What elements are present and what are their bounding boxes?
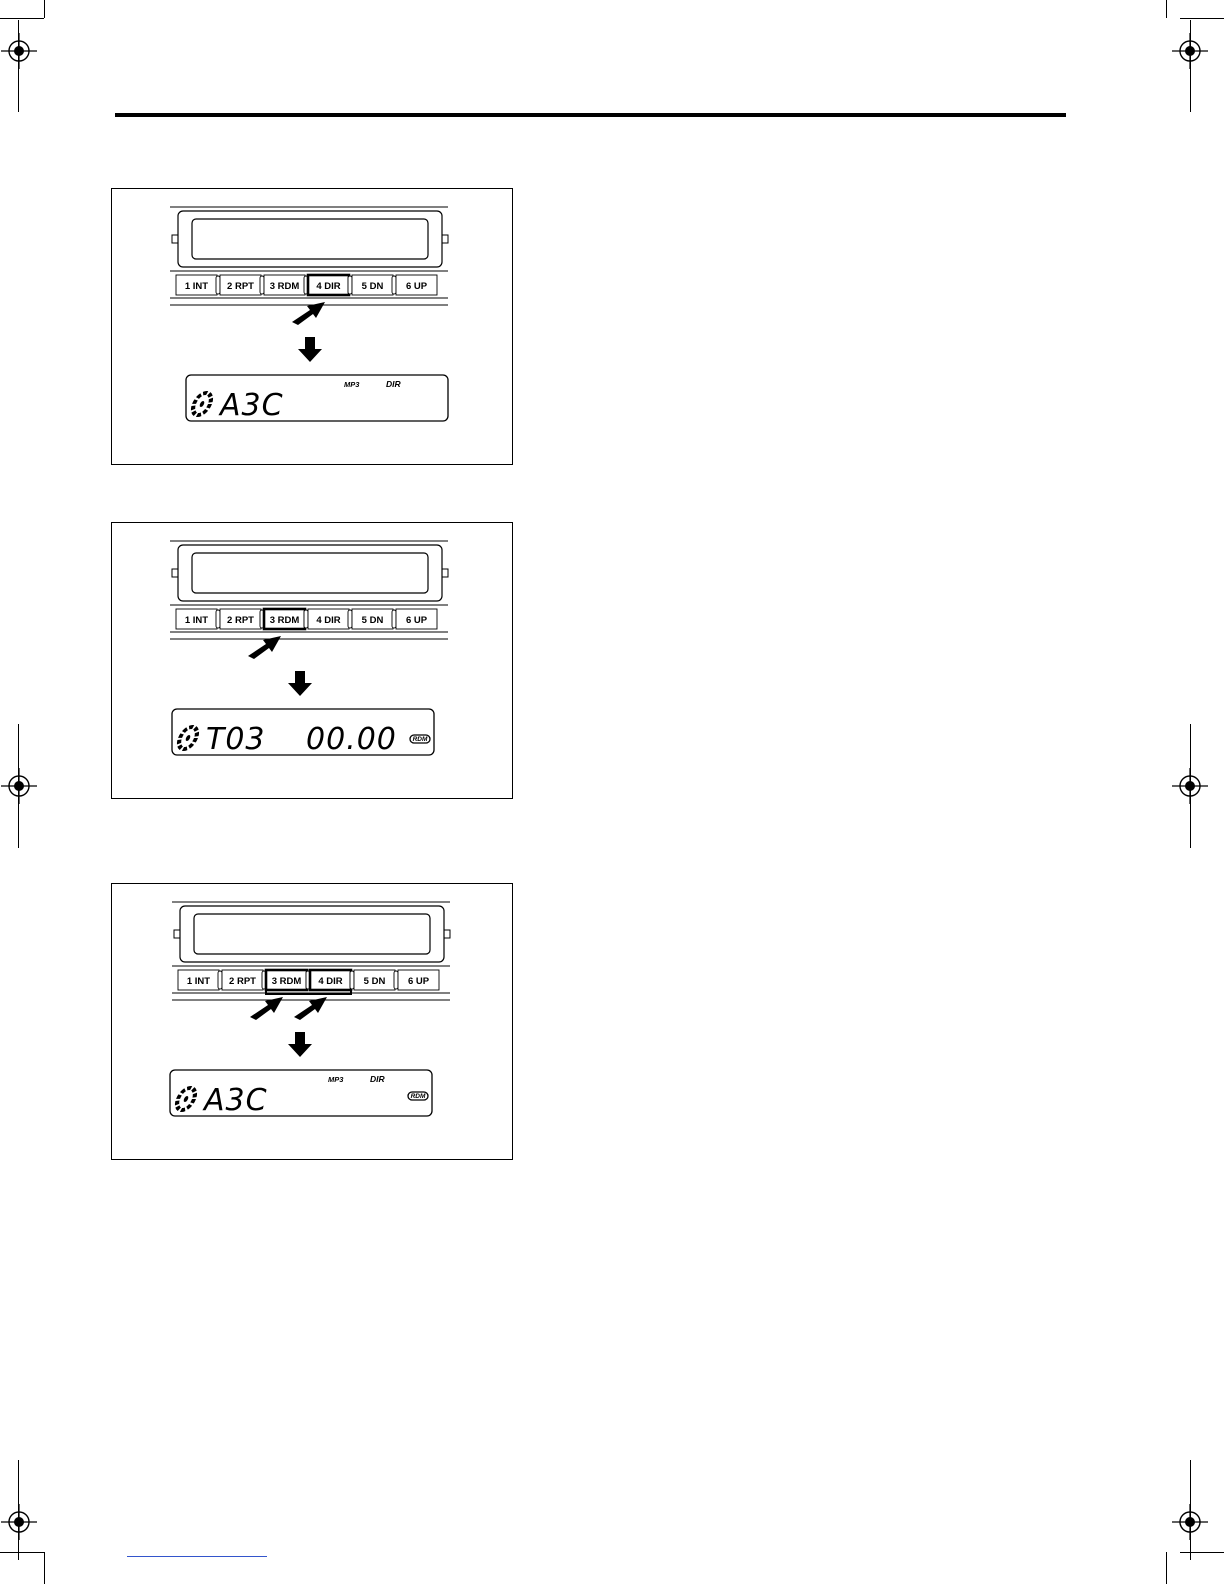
- radio-panel-diagram: 1 INT 2 RPT 3 RDM 4 DIR 5 DN 6 UP A3C MP3 DIR: [112, 189, 512, 464]
- mp3-indicator: MP3: [328, 1075, 344, 1084]
- figure-dir-random-mode: 1 INT 2 RPT 3 RDM 4 DIR 5 DN 6 UP A3C MP3 DIR RDM: [111, 883, 513, 1160]
- crop-mark: [0, 18, 44, 19]
- preset-button-2-rpt[interactable]: 2 RPT: [220, 275, 261, 295]
- preset-button-1-int[interactable]: 1 INT: [176, 609, 217, 629]
- registration-mark-icon: [1172, 33, 1208, 69]
- svg-text:RDM: RDM: [413, 736, 428, 743]
- figure-dir-mode: 1 INT 2 RPT 3 RDM 4 DIR 5 DN 6 UP A3C MP3 DIR: [111, 188, 513, 465]
- preset-button-1-int[interactable]: 1 INT: [176, 275, 217, 295]
- preset-button-label: 5 DN: [362, 281, 384, 292]
- preset-button-5-dn[interactable]: 5 DN: [354, 970, 395, 990]
- preset-button-label: 2 RPT: [227, 281, 254, 292]
- result-arrow-icon: [288, 1032, 312, 1057]
- preset-button-6-up[interactable]: 6 UP: [396, 275, 437, 295]
- panel-lcd-blank: [192, 219, 428, 259]
- preset-button-2-rpt[interactable]: 2 RPT: [222, 970, 263, 990]
- dir-indicator: DIR: [370, 1074, 386, 1084]
- figure-random-mode: 1 INT 2 RPT 3 RDM 4 DIR 5 DN 6 UP T03 00.00 RDM: [111, 522, 513, 799]
- preset-button-label: 6 UP: [408, 976, 430, 987]
- crop-mark: [44, 0, 45, 18]
- result-arrow-icon: [288, 671, 312, 696]
- radio-panel-diagram: 1 INT 2 RPT 3 RDM 4 DIR 5 DN 6 UP A3C MP3 DIR RDM: [112, 884, 512, 1159]
- lcd-main-text: T03: [206, 722, 266, 757]
- preset-button-4-dir[interactable]: 4 DIR: [308, 609, 349, 629]
- lcd-main-text: A3C: [218, 388, 284, 423]
- preset-button-5-dn[interactable]: 5 DN: [352, 275, 393, 295]
- crop-mark: [1180, 18, 1224, 19]
- preset-button-label: 1 INT: [185, 281, 208, 292]
- preset-button-label: 3 RDM: [270, 615, 300, 626]
- preset-button-label: 4 DIR: [318, 976, 342, 987]
- preset-button-label: 4 DIR: [316, 615, 340, 626]
- preset-button-label: 4 DIR: [316, 281, 340, 292]
- preset-button-5-dn[interactable]: 5 DN: [352, 609, 393, 629]
- preset-button-label: 6 UP: [406, 615, 428, 626]
- crop-mark: [1180, 1552, 1224, 1553]
- registration-mark-icon: [1172, 768, 1208, 804]
- preset-button-label: 1 INT: [187, 976, 210, 987]
- preset-button-label: 3 RDM: [270, 281, 300, 292]
- dir-indicator: DIR: [386, 379, 402, 389]
- preset-button-label: 3 RDM: [272, 976, 302, 987]
- crop-mark: [1166, 0, 1167, 18]
- result-arrow-icon: [298, 337, 322, 362]
- crop-mark: [44, 1552, 45, 1584]
- registration-mark-icon: [1, 33, 37, 69]
- preset-button-label: 1 INT: [185, 615, 208, 626]
- registration-mark-icon: [1, 768, 37, 804]
- preset-button-label: 5 DN: [364, 976, 386, 987]
- panel-lcd-blank: [192, 553, 428, 593]
- svg-text:RDM: RDM: [411, 1093, 426, 1100]
- rdm-badge: RDM: [408, 1092, 428, 1100]
- preset-button-label: 6 UP: [406, 281, 428, 292]
- preset-button-4-dir[interactable]: 4 DIR: [308, 275, 349, 295]
- preset-button-3-rdm[interactable]: 3 RDM: [266, 970, 307, 990]
- preset-button-label: 2 RPT: [229, 976, 256, 987]
- preset-button-label: 2 RPT: [227, 615, 254, 626]
- preset-button-2-rpt[interactable]: 2 RPT: [220, 609, 261, 629]
- preset-button-4-dir[interactable]: 4 DIR: [310, 970, 351, 990]
- crop-mark: [1166, 1552, 1167, 1584]
- preset-button-6-up[interactable]: 6 UP: [396, 609, 437, 629]
- preset-button-3-rdm[interactable]: 3 RDM: [264, 609, 305, 629]
- preset-button-3-rdm[interactable]: 3 RDM: [264, 275, 305, 295]
- lcd-main-text: A3C: [202, 1083, 268, 1118]
- mp3-indicator: MP3: [344, 380, 360, 389]
- crop-mark: [0, 1552, 44, 1553]
- preset-button-6-up[interactable]: 6 UP: [398, 970, 439, 990]
- lcd-time-text: 00.00: [306, 722, 397, 757]
- panel-lcd-blank: [194, 914, 430, 954]
- registration-mark-icon: [1, 1504, 37, 1540]
- rdm-badge: RDM: [410, 735, 430, 743]
- preset-button-label: 5 DN: [362, 615, 384, 626]
- footer-link-rule: [127, 1556, 267, 1557]
- radio-panel-diagram: 1 INT 2 RPT 3 RDM 4 DIR 5 DN 6 UP T03 00.00 RDM: [112, 523, 512, 798]
- header-rule: [115, 113, 1066, 117]
- preset-button-1-int[interactable]: 1 INT: [178, 970, 219, 990]
- registration-mark-icon: [1172, 1504, 1208, 1540]
